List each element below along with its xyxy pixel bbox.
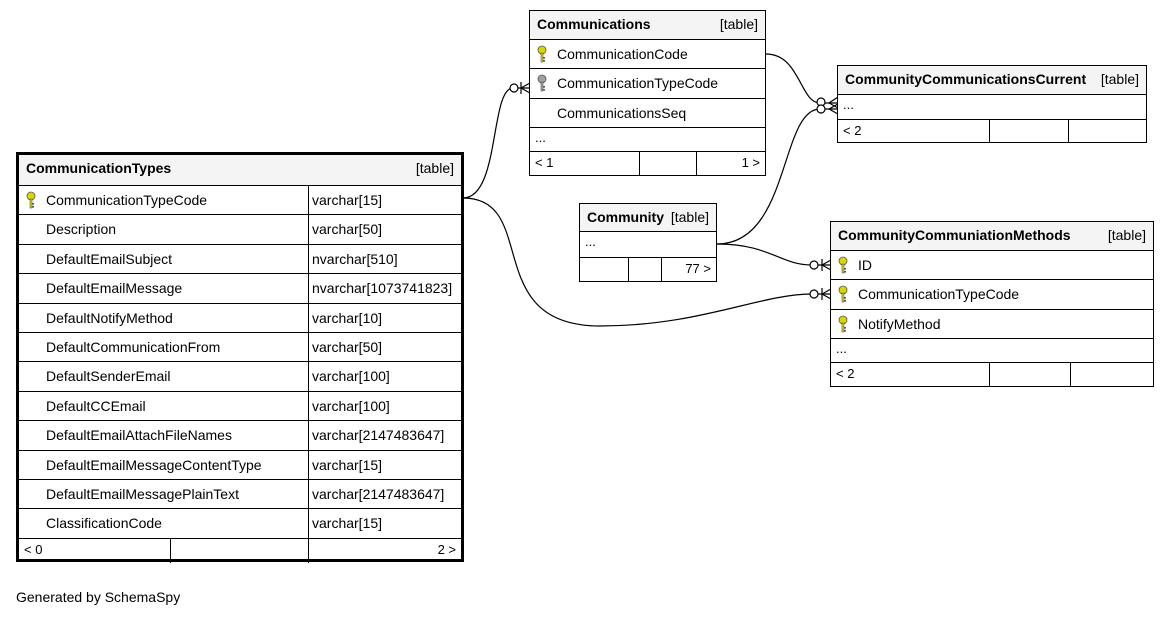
table-row[interactable]: CommunicationTypeCode	[530, 69, 765, 99]
column-type: varchar[15]	[312, 456, 383, 473]
column-type: varchar[2147483647]	[312, 427, 445, 444]
relationship-communications-to-current	[765, 53, 838, 104]
column-name: CommunicationTypeCode	[858, 286, 1020, 303]
table-name: CommunityCommunicationsCurrent	[845, 71, 1087, 87]
table-type-label: [table]	[415, 160, 454, 176]
table-footer: 77 >	[580, 258, 716, 281]
primary-key-icon	[838, 256, 848, 274]
children-count[interactable]: 77 >	[685, 261, 711, 276]
table-communications[interactable]: Communications [table] CommunicationCode…	[529, 10, 766, 176]
table-community-communiation-methods[interactable]: CommunityCommuniationMethods [table] ID C…	[830, 221, 1154, 387]
column-name: NotifyMethod	[858, 315, 941, 332]
table-row[interactable]: DefaultEmailSubject nvarchar[510]	[19, 244, 461, 275]
column-name: DefaultSenderEmail	[46, 368, 171, 385]
table-footer: < 2	[838, 120, 1146, 142]
parents-count[interactable]: < 2	[836, 365, 855, 381]
relationship-types-to-methods	[462, 197, 831, 327]
table-row[interactable]: ID	[831, 251, 1153, 281]
column-type: varchar[50]	[312, 338, 383, 355]
column-type: varchar[2147483647]	[312, 485, 445, 502]
column-name: DefaultEmailMessagePlainText	[46, 485, 239, 502]
table-communication-types[interactable]: CommunicationTypes [table] Communication…	[16, 152, 464, 563]
table-row[interactable]: CommunicationTypeCode varchar[15]	[19, 186, 461, 216]
column-name: ClassificationCode	[46, 515, 162, 532]
column-type: nvarchar[510]	[312, 250, 398, 267]
table-header: CommunityCommuniationMethods [table]	[831, 222, 1153, 251]
column-type: nvarchar[1073741823]	[312, 280, 453, 297]
table-row[interactable]: DefaultEmailMessagePlainText varchar[2147…	[19, 479, 461, 510]
children-count[interactable]: 1 >	[741, 154, 760, 170]
column-name: Description	[46, 221, 117, 238]
table-header: CommunicationTypes [table]	[19, 155, 461, 186]
column-name: CommunicationsSeq	[557, 104, 687, 121]
column-name: DefaultNotifyMethod	[46, 309, 173, 326]
parents-count[interactable]: < 2	[843, 123, 862, 138]
column-name: DefaultEmailAttachFileNames	[46, 427, 232, 444]
table-name: Community	[587, 209, 664, 225]
parents-count[interactable]: < 0	[24, 541, 43, 557]
primary-key-icon	[838, 315, 848, 333]
table-row[interactable]: Description varchar[50]	[19, 215, 461, 245]
table-type-label: [table]	[719, 16, 758, 32]
table-footer: < 2	[831, 362, 1153, 386]
relationship-community-to-methods	[716, 243, 831, 266]
table-row[interactable]: DefaultCommunicationFrom varchar[50]	[19, 332, 461, 363]
table-type-label: [table]	[1107, 227, 1146, 243]
table-community-communications-current[interactable]: CommunityCommunicationsCurrent [table] .…	[837, 65, 1147, 143]
more-columns-ellipsis: ...	[580, 232, 716, 258]
relationship-types-to-communications	[462, 87, 530, 199]
table-row[interactable]: CommunicationCode	[530, 40, 765, 70]
more-columns-ellipsis: ...	[530, 128, 765, 152]
table-row[interactable]: DefaultEmailAttachFileNames varchar[21474…	[19, 421, 461, 451]
column-name: DefaultEmailMessage	[46, 280, 183, 297]
table-row[interactable]: DefaultEmailMessage nvarchar[1073741823]	[19, 274, 461, 304]
table-type-label: [table]	[670, 209, 709, 225]
parents-count[interactable]: < 1	[535, 154, 554, 170]
table-header: CommunityCommunicationsCurrent [table]	[838, 66, 1146, 95]
primary-key-icon	[537, 45, 547, 63]
table-row[interactable]: CommunicationsSeq	[530, 99, 765, 128]
table-name: CommunicationTypes	[26, 160, 172, 176]
column-type: varchar[100]	[312, 368, 390, 385]
primary-key-icon	[838, 285, 848, 303]
table-footer: < 1 1 >	[530, 151, 765, 175]
table-footer: < 0 2 >	[19, 538, 461, 563]
table-header: Community [table]	[580, 204, 716, 232]
column-type: varchar[100]	[312, 397, 390, 414]
table-row[interactable]: ClassificationCode varchar[15]	[19, 509, 461, 539]
table-row[interactable]: DefaultCCEmail varchar[100]	[19, 391, 461, 422]
table-row[interactable]: NotifyMethod	[831, 310, 1153, 339]
table-name: Communications	[537, 16, 651, 32]
table-type-label: [table]	[1100, 71, 1139, 87]
column-name: DefaultCCEmail	[46, 397, 146, 414]
more-columns-ellipsis: ...	[838, 95, 1146, 120]
table-row[interactable]: DefaultSenderEmail varchar[100]	[19, 362, 461, 392]
column-name: ID	[858, 257, 872, 273]
column-name: CommunicationTypeCode	[46, 192, 208, 208]
column-name: DefaultEmailMessageContentType	[46, 456, 262, 473]
children-count[interactable]: 2 >	[437, 541, 456, 557]
column-type: varchar[10]	[312, 309, 383, 326]
column-name: DefaultEmailSubject	[46, 250, 173, 267]
table-row[interactable]: CommunicationTypeCode	[831, 280, 1153, 310]
generated-by-footer: Generated by SchemaSpy	[16, 589, 181, 605]
primary-key-icon	[26, 191, 36, 209]
foreign-key-icon	[537, 74, 547, 92]
more-columns-ellipsis: ...	[831, 339, 1153, 363]
table-community[interactable]: Community [table] ... 77 >	[579, 203, 717, 282]
relationship-community-to-current	[716, 108, 838, 245]
column-type: varchar[15]	[312, 515, 383, 532]
column-name: CommunicationCode	[557, 46, 688, 62]
column-name: DefaultCommunicationFrom	[46, 338, 221, 355]
table-row[interactable]: DefaultNotifyMethod varchar[10]	[19, 303, 461, 333]
column-type: varchar[15]	[312, 192, 383, 208]
table-name: CommunityCommuniationMethods	[838, 227, 1071, 243]
column-type: varchar[50]	[312, 221, 383, 238]
column-name: CommunicationTypeCode	[557, 75, 719, 92]
table-header: Communications [table]	[530, 11, 765, 40]
table-row[interactable]: DefaultEmailMessageContentType varchar[15…	[19, 450, 461, 480]
